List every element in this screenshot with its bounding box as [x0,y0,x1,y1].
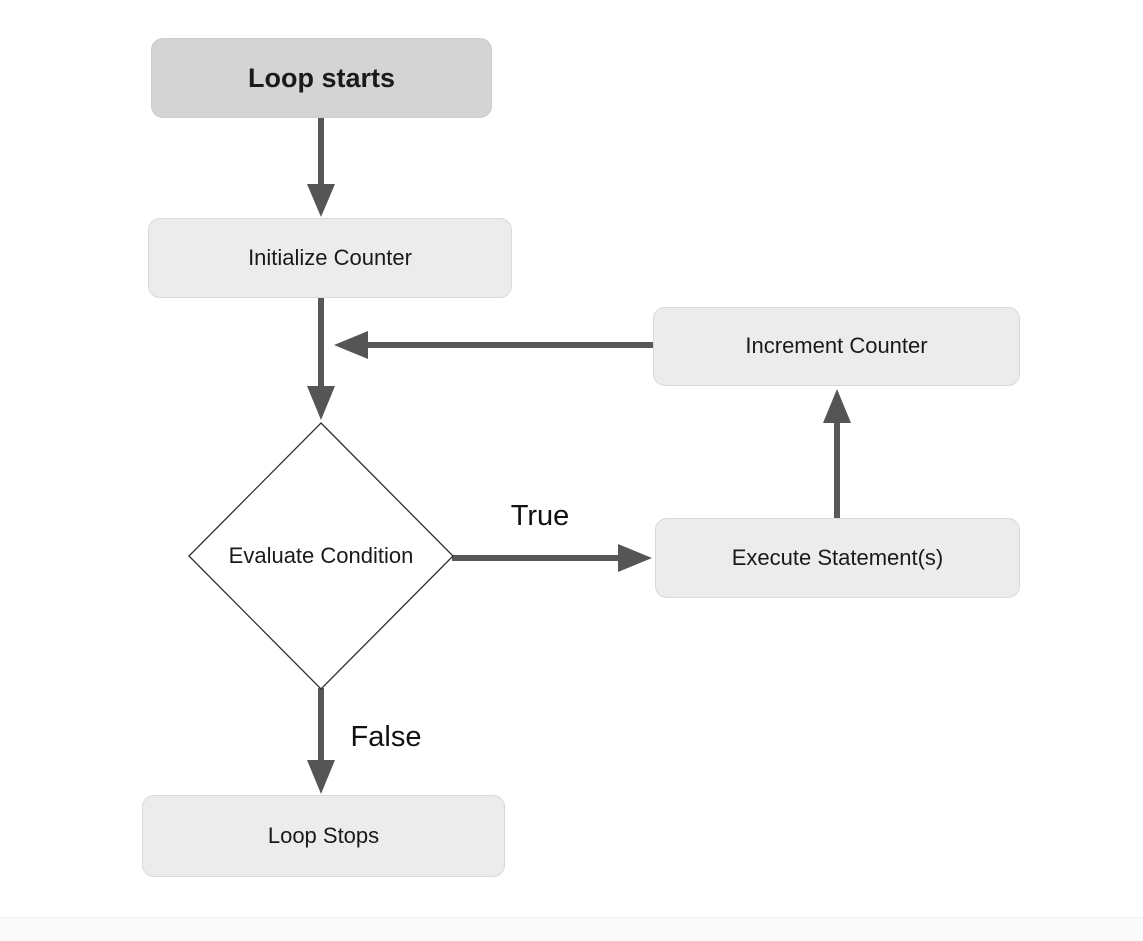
node-increment-counter-label: Increment Counter [745,333,928,359]
edge-label-true: True [510,500,570,532]
edge-initialize-to-evaluate [307,298,335,420]
node-increment-counter: Increment Counter [653,307,1020,386]
node-loop-stops: Loop Stops [142,795,505,877]
edge-execute-to-increment [823,389,851,518]
edge-label-false: False [350,721,422,753]
edge-evaluate-to-execute [452,544,652,572]
node-evaluate-condition-label: Evaluate Condition [228,543,414,568]
edge-increment-to-evaluate [334,331,653,359]
edge-start-to-initialize [307,118,335,217]
edge-evaluate-to-stop [307,688,335,794]
node-loop-stops-label: Loop Stops [267,822,380,848]
node-execute-statements-label: Execute Statement(s) [731,544,944,570]
node-execute-statements: Execute Statement(s) [655,518,1020,598]
node-initialize-counter-label: Initialize Counter [248,244,412,270]
node-initialize-counter: Initialize Counter [148,218,512,298]
decision-diamond-shape [188,422,454,690]
footer-strip [0,917,1143,941]
node-loop-starts-label: Loop starts [247,62,395,93]
node-loop-starts: Loop starts [151,38,492,118]
